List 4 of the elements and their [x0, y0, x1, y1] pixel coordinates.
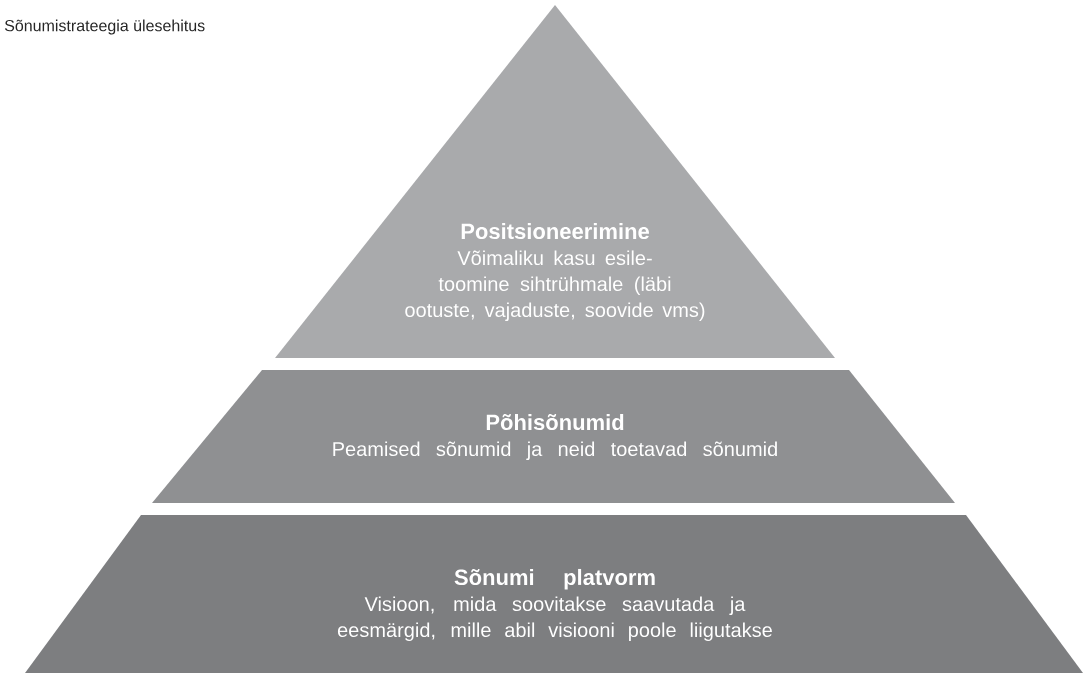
pyramid-tier: Sõnumi platvorm Visioon, mida soovitakse saavutada ja eesmärgid, mille abil visiooni poole liigutakse: [25, 515, 1083, 673]
diagram-title: Sõnumistrateegia ülesehitus: [4, 19, 205, 35]
pyramid-tier: Positsioneerimine Võimaliku kasu esile-toomine sihtrühmale (läbi ootuste, vajaduste, soovide vms): [275, 5, 835, 358]
pyramid-tier: Põhisõnumid Peamised sõnumid ja neid toetavad sõnumid: [152, 370, 955, 503]
